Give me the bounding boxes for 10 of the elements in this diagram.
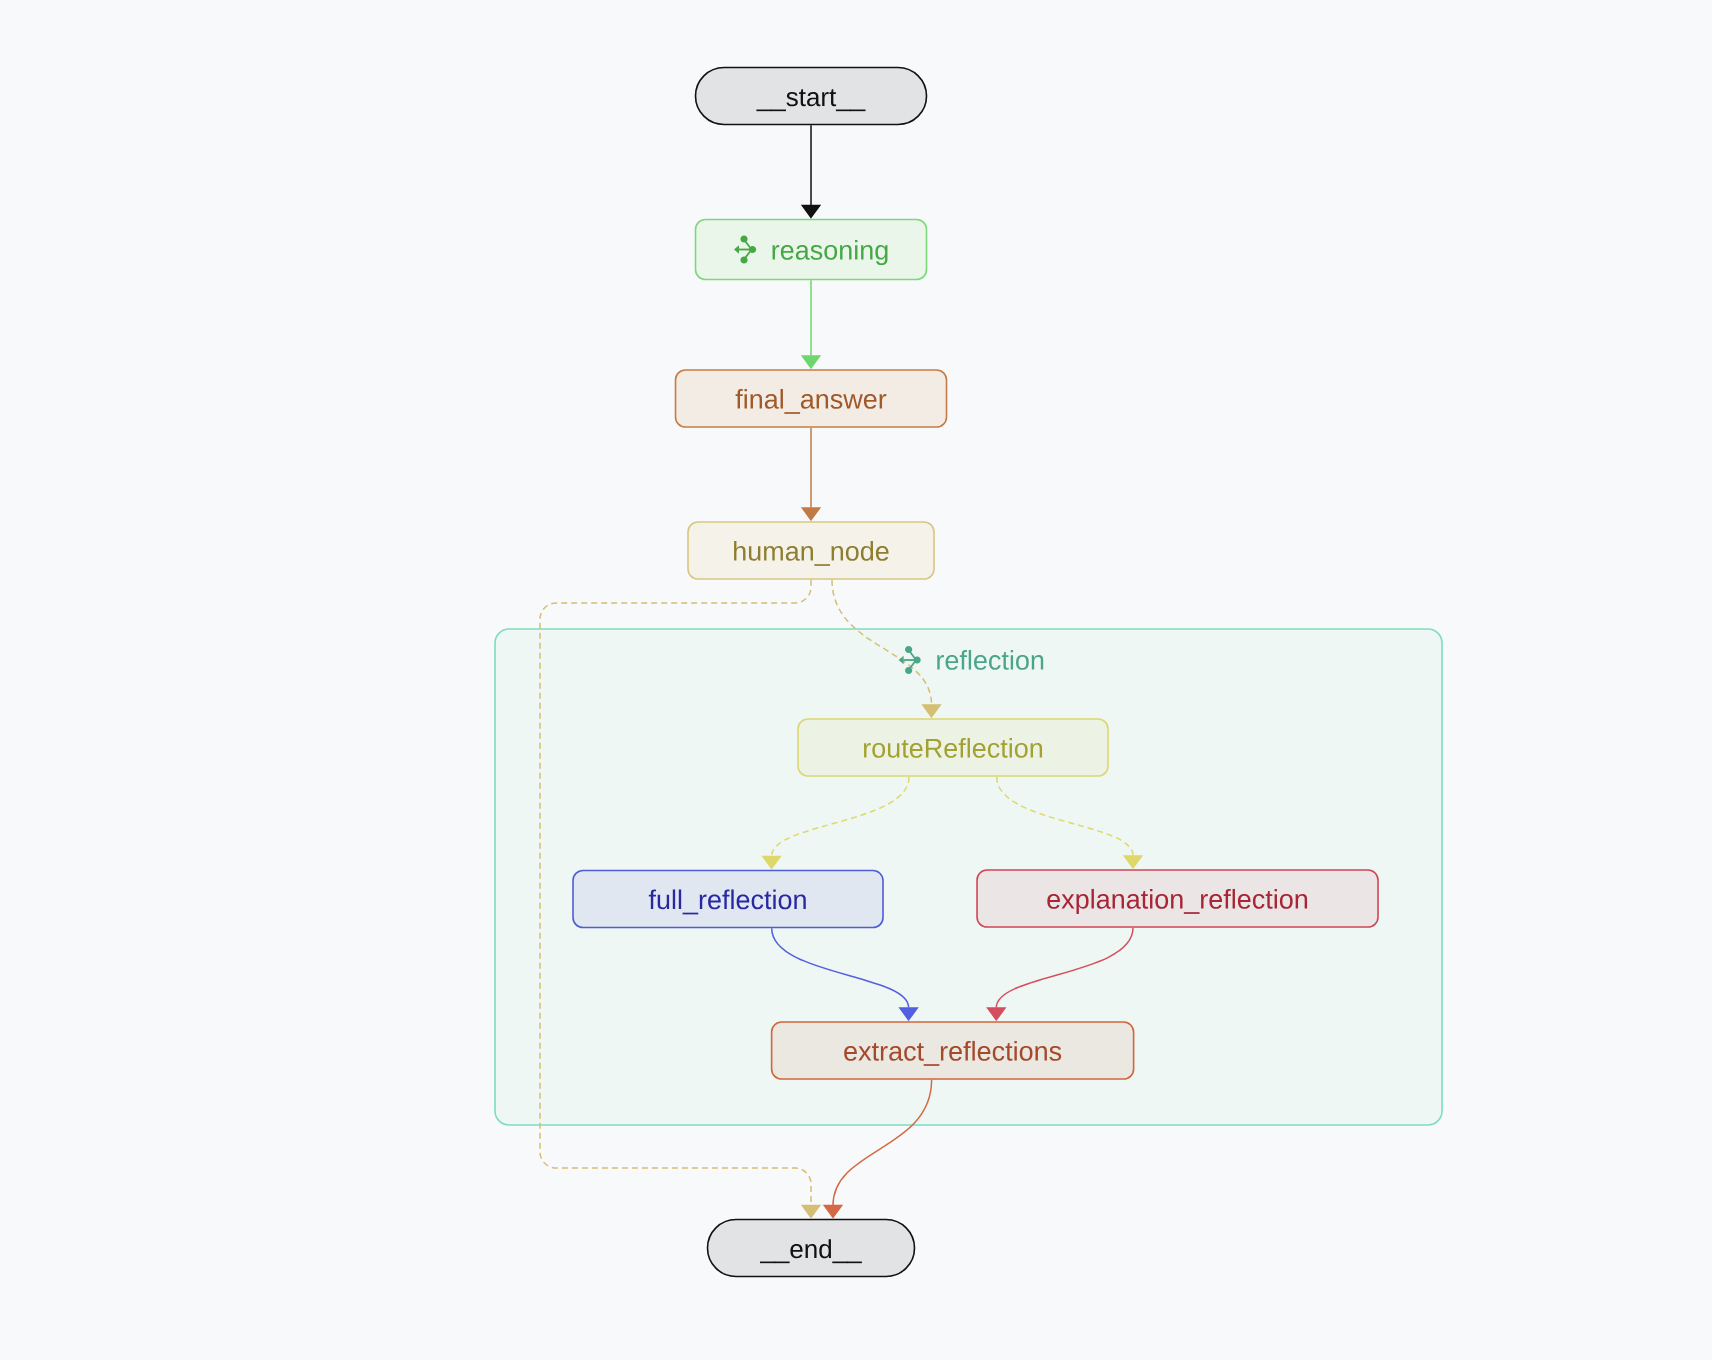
process-box: explanation_reflection — [976, 869, 1379, 928]
process-box: reasoning — [694, 218, 928, 281]
process-box: extract_reflections — [770, 1021, 1135, 1080]
process-box: final_answer — [674, 369, 948, 428]
process-box: full_reflection — [572, 869, 884, 929]
terminal-pill: __end__ — [706, 1218, 916, 1278]
arrow — [539, 579, 822, 1219]
process-box: human_node — [687, 521, 935, 580]
terminal-pill: __start__ — [694, 66, 928, 126]
process-box: routeReflection — [797, 718, 1109, 777]
